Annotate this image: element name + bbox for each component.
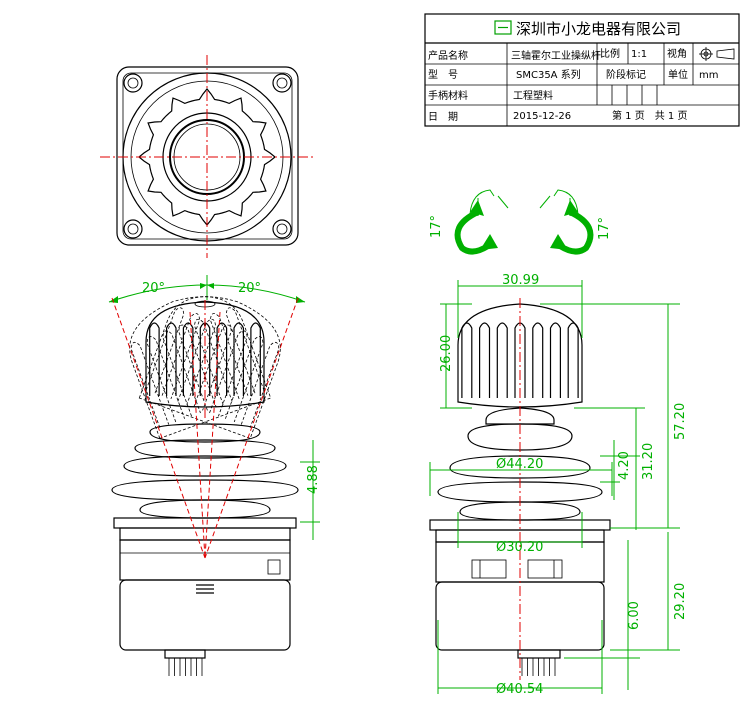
stage-label: 阶段标记 [606,68,646,81]
left-tilt-view: 20° 20° [108,275,321,676]
dim-twist-left: 17° [429,215,444,238]
dim-tilt-right: 20° [238,281,261,296]
date-value: 2015-12-26 [513,111,571,122]
scale-label: 比例 [600,47,620,60]
projection-symbol-icon [699,47,735,61]
title-block: 深圳市小龙电器有限公司 产品名称 三轴霍尔工业操纵杆 比例 1:1 视角 型 号… [424,13,740,127]
dim-boot-step: 4.20 [617,451,632,480]
twist-left-symbol: 17° [429,189,509,255]
dim-tilt-left: 20° [142,281,165,296]
sheet-count: 第 1 页 共 1 页 [612,109,687,122]
model-label: 型 号 [428,68,458,81]
front-view: 30.99 26.00 57.20 Ø44.20 4.20 31.20 [429,273,688,697]
dim-left-gap: 4.88 [306,465,321,494]
dim-upper-height: 57.20 [673,403,688,440]
handle-material-label: 手柄材料 [428,89,468,102]
top-view [100,55,315,258]
dim-knob-width: 30.99 [502,273,539,288]
dim-base-diameter: Ø40.54 [496,682,543,697]
model-value: SMC35A 系列 [516,68,581,81]
company-name: 深圳市小龙电器有限公司 [516,20,681,38]
unit-label: 单位 [668,68,688,81]
dim-boot-height: 31.20 [641,443,656,480]
view-label: 视角 [667,47,687,60]
date-label: 日 期 [428,111,458,123]
product-name-value: 三轴霍尔工业操纵杆 [511,49,601,62]
dim-knob-height: 26.00 [439,335,454,372]
product-name-label: 产品名称 [428,49,468,62]
dim-twist-right: 17° [597,217,612,240]
dim-neck-diameter: Ø30.20 [496,540,543,555]
dim-group: 30.99 26.00 57.20 Ø44.20 4.20 31.20 [429,273,688,697]
unit-value: mm [699,70,718,81]
scale-value: 1:1 [631,49,647,60]
handle-material-value: 工程塑料 [513,89,553,102]
dim-base-height: 29.20 [673,583,688,620]
dim-pin-length: 6.00 [627,601,642,630]
company-logo-icon [494,20,512,35]
dim-boot-diameter: Ø44.20 [496,457,543,472]
twist-right-symbol: 17° [539,189,612,255]
